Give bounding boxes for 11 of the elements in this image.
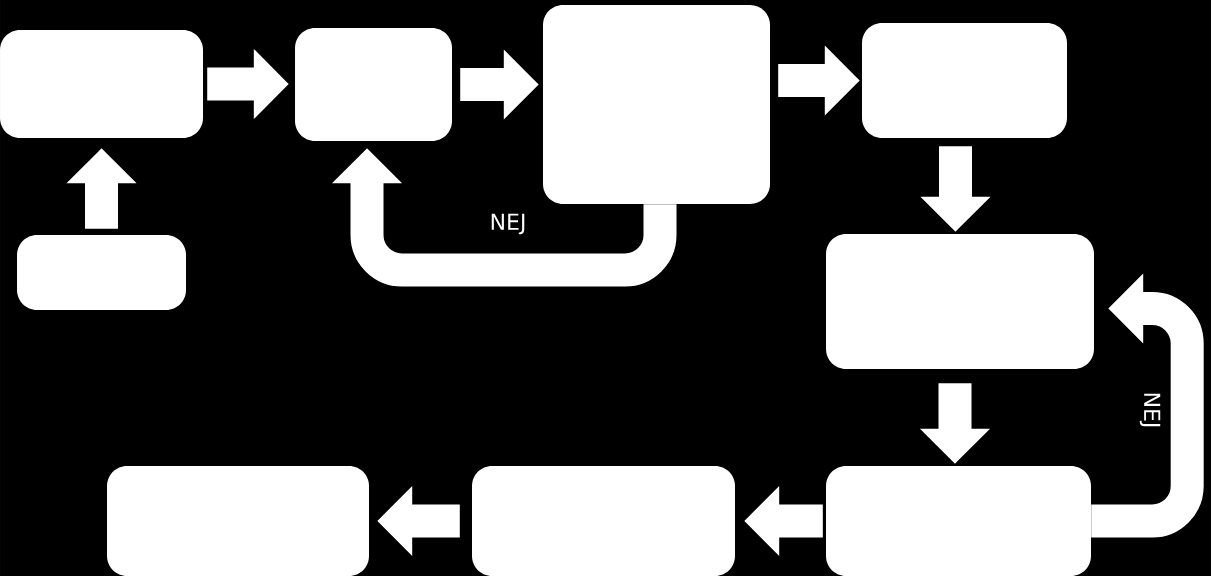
- edge-label: NEJ: [491, 213, 525, 235]
- process-box: [862, 23, 1067, 138]
- process-box: [543, 5, 770, 204]
- process-box: [472, 466, 735, 576]
- process-box: [107, 466, 369, 576]
- edge-label: NEJ: [1139, 393, 1161, 427]
- process-box: [295, 28, 452, 141]
- process-box: [826, 234, 1094, 369]
- process-box: [17, 235, 186, 310]
- process-box: [0, 30, 203, 138]
- process-box: [826, 466, 1091, 576]
